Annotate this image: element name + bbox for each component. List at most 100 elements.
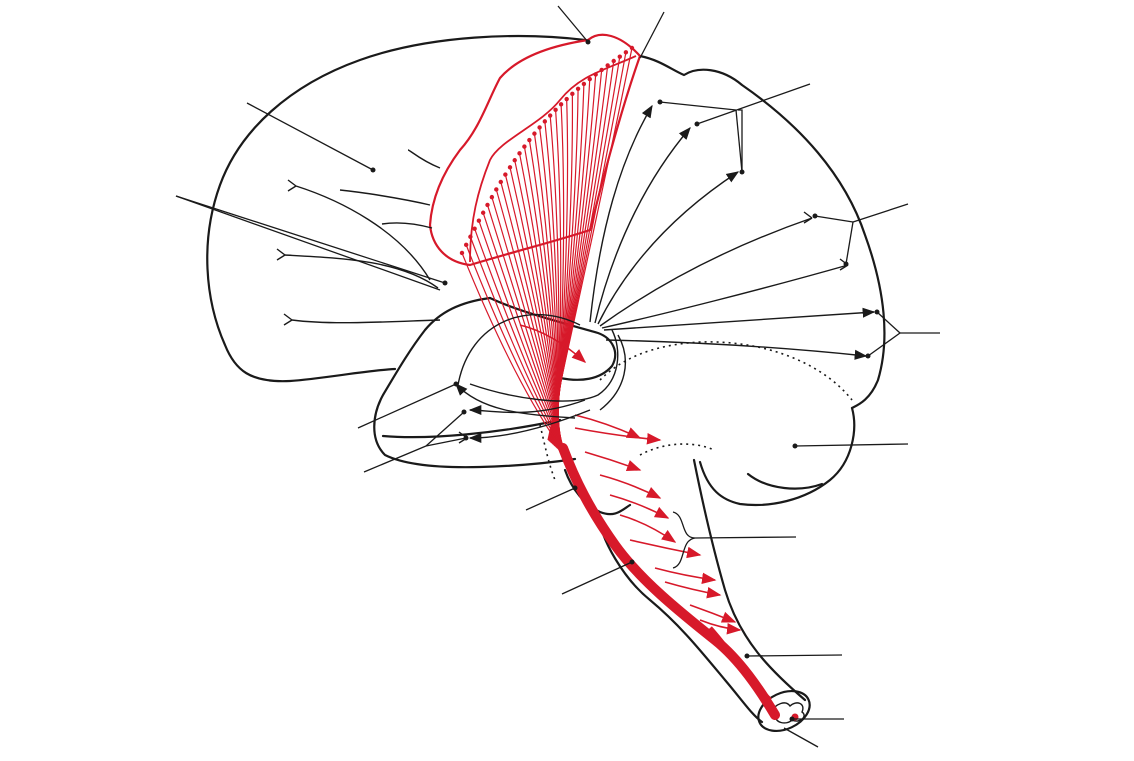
neuron-dot [494, 187, 499, 192]
red-fiber-arrow [609, 494, 670, 519]
corticospinal-fibers [461, 47, 633, 461]
red-fiber-arrow [629, 539, 702, 559]
red-fiber-arrow [699, 619, 742, 635]
leader-line [525, 487, 576, 511]
leader-dot [789, 716, 795, 722]
brainstem-red-arrows [519, 324, 742, 635]
neuron-dot [489, 194, 495, 200]
neuron-dot [611, 58, 616, 64]
leader-dot [744, 653, 750, 659]
leader-line [814, 215, 854, 223]
leader-dot [629, 559, 635, 565]
motor-neuron-cell-bodies [459, 45, 635, 256]
leader-line [357, 383, 457, 429]
leader-dot [843, 261, 849, 267]
leader-line [783, 727, 819, 748]
spinal-gray-matter [769, 702, 805, 724]
cerebellar-dotted-border [639, 443, 713, 456]
red-fiber-arrow [619, 514, 677, 543]
neuron-dot [527, 137, 532, 143]
association-fiber [468, 409, 591, 444]
leader-line [175, 195, 446, 284]
leader-line [746, 654, 843, 657]
tract-fiber [474, 228, 569, 459]
leader-line [694, 536, 797, 539]
tract-fiber [478, 220, 568, 458]
leader-line [852, 203, 909, 223]
leader-line [639, 11, 665, 59]
tract-fiber [465, 244, 570, 460]
red-fiber-arrow [664, 581, 722, 599]
neuron-dot [617, 54, 623, 59]
association-fiber [468, 399, 586, 416]
brainstem-outline [563, 458, 811, 733]
neuron-dot [575, 86, 581, 91]
leader-line [175, 195, 441, 291]
neuron-dot [498, 179, 503, 185]
leader-dot [865, 353, 871, 359]
association-fiber [457, 313, 581, 386]
leader-dot [812, 213, 818, 219]
neuron-dot [537, 125, 542, 130]
spinal-cord-cross-section [757, 689, 811, 733]
leader-line [735, 109, 743, 173]
leader-dot [463, 435, 469, 441]
leader-line [363, 445, 427, 473]
leader-line [659, 101, 737, 111]
neuron-dot [522, 144, 527, 149]
association-fiber [599, 217, 813, 327]
neuron-dot [570, 91, 575, 97]
leader-dot [461, 409, 467, 415]
neuron-dot [485, 202, 490, 208]
neuron-dot [587, 76, 592, 82]
leader-dot [694, 121, 700, 127]
neuron-dot [463, 242, 469, 248]
tract-fiber [469, 236, 570, 460]
neuron-dot [547, 113, 553, 118]
neuron-dot [476, 218, 482, 223]
leader-dot [453, 381, 459, 387]
tract-fiber [482, 212, 568, 458]
association-fiber [381, 222, 433, 229]
leader-line [557, 5, 589, 43]
association-fiber [597, 171, 740, 325]
association-fiber [601, 264, 849, 329]
tract-fiber [491, 196, 566, 456]
leader-line [561, 561, 633, 595]
neuron-dot [623, 50, 629, 55]
association-fiber [469, 329, 619, 402]
leader-dot [657, 99, 663, 105]
fiber-fork [287, 179, 297, 192]
neuron-dot [581, 81, 587, 87]
association-fiber [295, 185, 431, 281]
bracket [738, 109, 743, 172]
neuron-dot [553, 107, 558, 113]
leader-dot [572, 485, 578, 491]
neuron-dot [459, 250, 465, 256]
lateral-tract-branch [708, 626, 772, 702]
neuron-dot [629, 45, 635, 51]
red-fiber-arrow [689, 604, 737, 623]
hemisphere-outline [206, 34, 886, 410]
pyramidal-tract-trunk [558, 443, 780, 720]
label-leader-lines [175, 5, 940, 748]
red-fiber-arrow [599, 474, 662, 499]
leader-dot [739, 169, 745, 175]
motor-cortex-strip [428, 33, 642, 267]
neuron-dot [593, 72, 598, 77]
association-fiber [455, 383, 576, 419]
leader-line [794, 443, 909, 447]
association-fiber [594, 127, 691, 324]
neuron-dot [503, 172, 508, 177]
association-fiber [407, 149, 441, 169]
red-fiber-arrow [584, 451, 642, 471]
cerebellum-outline [698, 406, 856, 507]
fiber-fork [276, 248, 286, 261]
neuron-dot [605, 63, 610, 68]
leader-dot [874, 309, 880, 315]
neuron-dot [472, 226, 477, 231]
tract-fiber [495, 189, 566, 456]
association-fiber [284, 254, 439, 289]
leader-dot [442, 280, 448, 286]
